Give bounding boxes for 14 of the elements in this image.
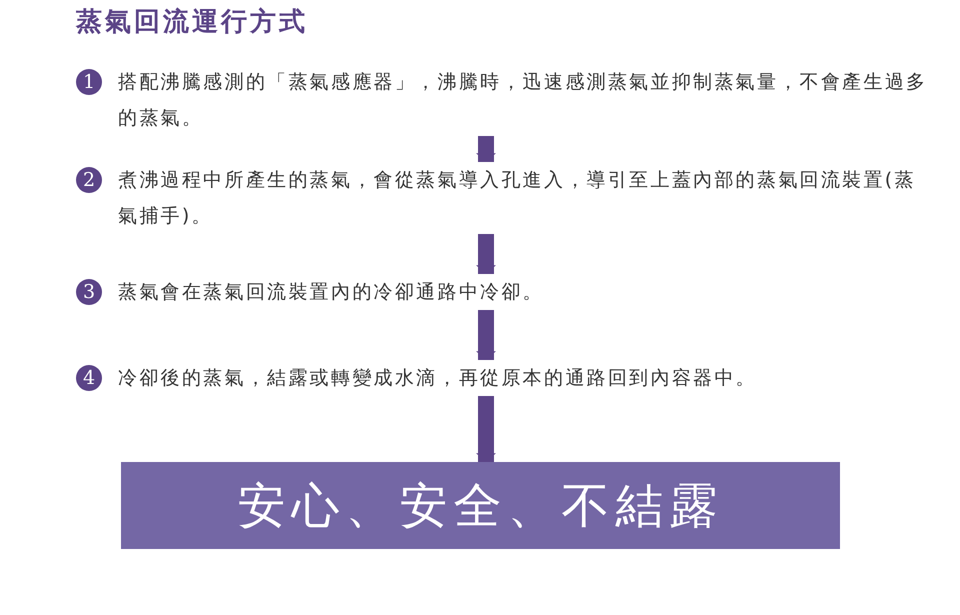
number-badge: 1 [76,69,102,95]
step-text: 搭配沸騰感測的「蒸氣感應器」，沸騰時，迅速感測蒸氣並抑制蒸氣量，不會產生過多的蒸氣。 [118,70,928,131]
step-text: 煮沸過程中所產生的蒸氣，會從蒸氣導入孔進入，導引至上蓋內部的蒸氣回流裝置(蒸氣捕手)。 [118,168,917,229]
title: 蒸氣回流運行方式 [76,6,308,39]
result-banner: 安心、安全、不結露 [121,462,840,549]
down-arrow [476,234,496,274]
step-text: 冷卻後的蒸氣，結露或轉變成水滴，再從原本的通路回到內容器中。 [118,366,758,391]
number-badge: 4 [76,365,102,391]
number-badge: 3 [76,279,102,305]
number-badge: 2 [76,167,102,193]
down-arrow [476,396,496,462]
down-arrow [476,136,496,162]
step-text: 蒸氣會在蒸氣回流裝置內的冷卻通路中冷卻。 [118,280,545,305]
down-arrow [476,310,496,360]
